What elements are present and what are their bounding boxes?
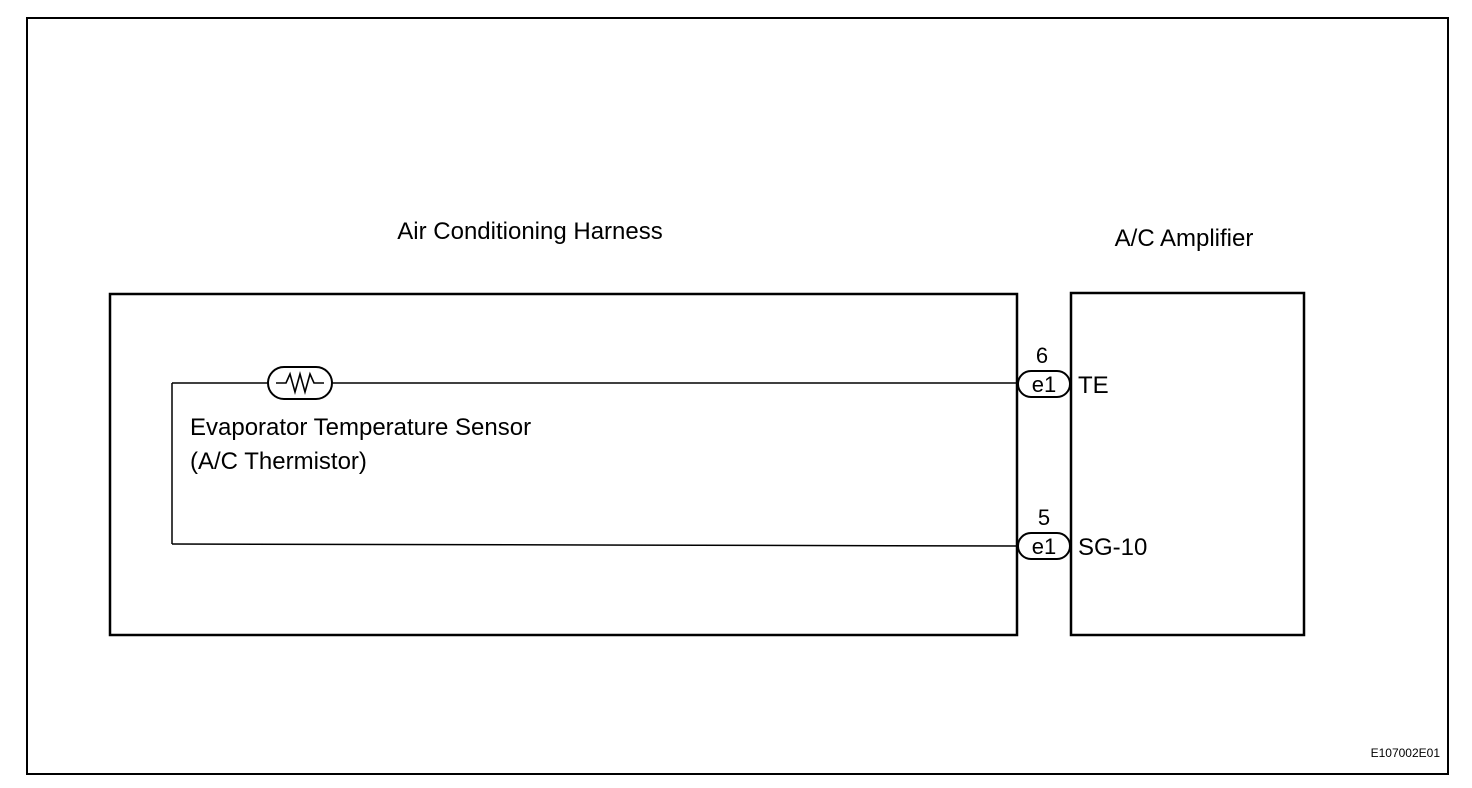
connector-te-terminal: TE	[1078, 372, 1109, 399]
connector-sg10: 5 e1 SG-10	[1017, 505, 1147, 561]
connector-sg10-terminal: SG-10	[1078, 534, 1147, 561]
connector-te-pin: 6	[1036, 343, 1048, 368]
connector-te-code: e1	[1032, 372, 1056, 397]
amplifier-box	[1069, 291, 1306, 637]
connector-sg10-pin: 5	[1038, 505, 1050, 530]
wire-sg10	[171, 543, 1019, 547]
diagram-frame	[26, 17, 1449, 775]
connector-sg10-code: e1	[1032, 534, 1056, 559]
connector-te: 6 e1 TE	[1017, 343, 1109, 399]
connector-te-housing	[1017, 370, 1071, 398]
figure-code: E107002E01	[1371, 746, 1441, 760]
connector-sg10-housing	[1017, 532, 1071, 560]
harness-wiring	[171, 382, 1019, 547]
harness-title: Air Conditioning Harness	[397, 218, 662, 245]
sensor-label-line2: (A/C Thermistor)	[190, 448, 367, 475]
thermistor-icon	[267, 366, 333, 400]
amplifier-title: A/C Amplifier	[1115, 225, 1254, 252]
sensor-label-line1: Evaporator Temperature Sensor	[190, 414, 531, 441]
harness-box	[108, 292, 1019, 637]
